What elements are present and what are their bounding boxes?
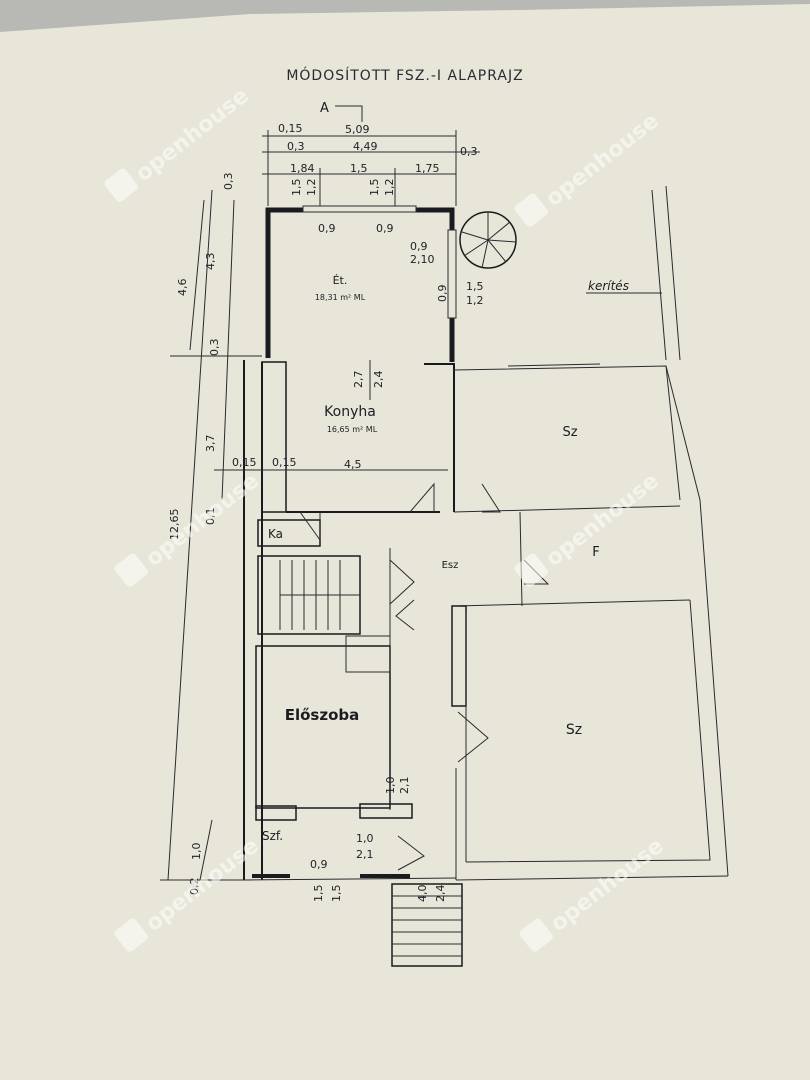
svg-text:0,3: 0,3	[287, 140, 305, 153]
svg-text:1,2: 1,2	[466, 294, 484, 307]
svg-text:1,0: 1,0	[384, 777, 397, 795]
svg-text:4,5: 4,5	[344, 458, 362, 471]
room-label-ka: Ka	[268, 527, 283, 541]
svg-text:1,5: 1,5	[290, 179, 303, 197]
main-staircase	[279, 560, 391, 673]
svg-text:0,15: 0,15	[278, 122, 303, 135]
windows	[302, 205, 457, 319]
svg-text:0,3: 0,3	[208, 339, 221, 357]
svg-text:4,49: 4,49	[353, 140, 378, 153]
room-label-f: F	[592, 545, 599, 560]
plan-title: MÓDOSÍTOTT FSZ.-I ALAPRAJZ	[286, 66, 523, 84]
section-arrow	[335, 105, 363, 122]
svg-text:0,9: 0,9	[318, 222, 336, 235]
svg-text:1,2: 1,2	[383, 179, 396, 197]
section-mark: A	[320, 101, 329, 116]
room-label-esz: Esz	[442, 560, 459, 571]
svg-text:0,15: 0,15	[272, 456, 297, 469]
room-label-szf: Szf.	[262, 829, 283, 843]
svg-text:1,75: 1,75	[415, 162, 440, 175]
svg-text:1,84: 1,84	[290, 162, 315, 175]
svg-text:0,3: 0,3	[460, 145, 478, 158]
svg-text:12,65: 12,65	[168, 509, 181, 541]
svg-text:0,9: 0,9	[436, 285, 449, 303]
entrance-steps	[391, 883, 463, 967]
svg-text:2,4: 2,4	[434, 885, 447, 903]
svg-text:4,6: 4,6	[176, 279, 189, 297]
svg-text:1,5: 1,5	[330, 885, 343, 903]
kerites-label: kerítés	[588, 279, 629, 293]
svg-text:4,3: 4,3	[204, 253, 217, 271]
walls	[243, 185, 729, 881]
top-dimensions: 0,15 5,09 0,3 4,49 0,3 1,84 1,5 1,75 1,5…	[262, 122, 480, 206]
room-label-eloszoba: Előszoba	[285, 706, 360, 724]
svg-text:0,15: 0,15	[232, 456, 257, 469]
room-label-et: Ét.	[333, 274, 348, 287]
svg-text:2,7: 2,7	[352, 371, 365, 389]
svg-text:1,5: 1,5	[466, 280, 484, 293]
room-label-sz-top: Sz	[562, 425, 577, 440]
svg-text:1,0: 1,0	[356, 832, 374, 845]
spiral-staircase	[459, 211, 517, 269]
room-label-sz-big: Sz	[566, 722, 582, 738]
svg-text:0,9: 0,9	[376, 222, 394, 235]
svg-text:0,3: 0,3	[222, 173, 235, 191]
svg-text:5,09: 5,09	[345, 123, 370, 136]
room-area-konyha: 16,65 m² ML	[327, 425, 378, 434]
svg-text:2,10: 2,10	[410, 253, 435, 266]
svg-text:1,2: 1,2	[305, 179, 318, 197]
svg-text:3,7: 3,7	[204, 435, 217, 453]
interior-dimensions: 0,9 0,9 0,9 2,10 0,9 1,5 1,2 2,7 2,4 0,1…	[232, 222, 484, 902]
room-area-et: 18,31 m² ML	[315, 293, 366, 302]
left-dimensions: 4,6 4,3 0,3 0,3 3,7 12,65 0,1 1,0 0,2	[160, 173, 262, 896]
svg-text:0,2: 0,2	[188, 878, 201, 896]
room-label-konyha: Konyha	[324, 404, 376, 420]
svg-text:0,9: 0,9	[310, 858, 328, 871]
svg-text:4,0: 4,0	[416, 885, 429, 903]
svg-text:1,5: 1,5	[350, 162, 368, 175]
svg-text:0,9: 0,9	[410, 240, 428, 253]
svg-text:1,5: 1,5	[368, 179, 381, 197]
svg-text:1,5: 1,5	[312, 885, 325, 903]
svg-text:2,1: 2,1	[356, 848, 374, 861]
svg-text:2,4: 2,4	[372, 371, 385, 389]
paper-top-shadow	[0, 0, 810, 32]
svg-text:0,1: 0,1	[204, 508, 217, 526]
svg-text:1,0: 1,0	[190, 843, 203, 861]
svg-text:2,1: 2,1	[398, 777, 411, 795]
